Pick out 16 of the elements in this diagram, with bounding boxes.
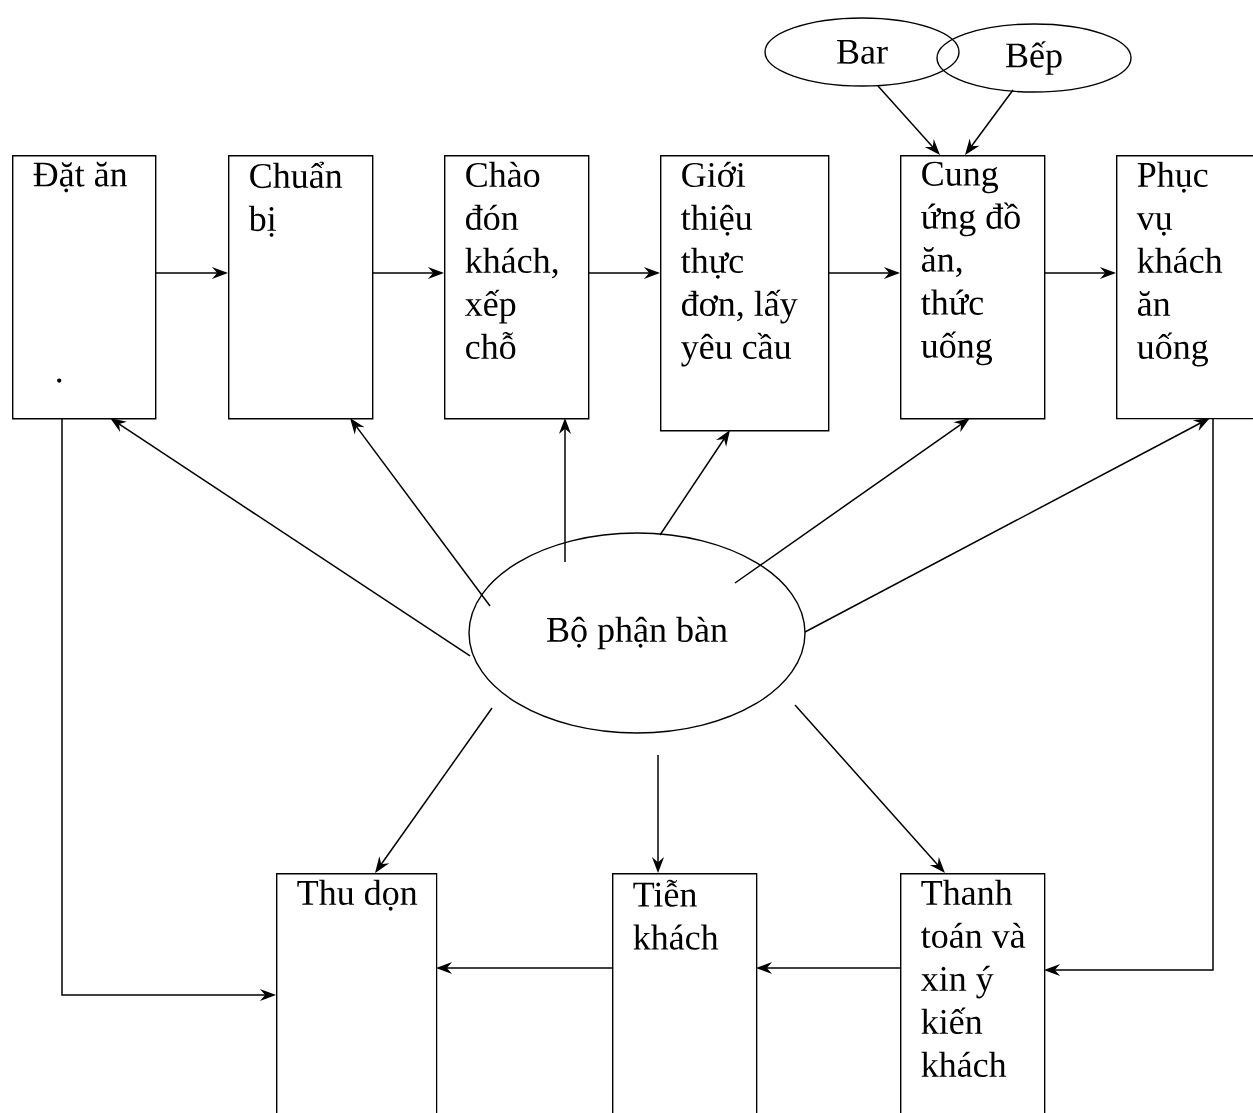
arrow [965,89,1014,155]
process-box: Cung ứng đồ ăn, thức uống [900,155,1046,420]
process-box: Tiễn khách [612,873,758,1113]
process-box: Giới thiệu thực đơn, lấy yêu cầu [660,155,830,432]
process-box: Chuẩn bị [228,155,374,420]
process-box: Thanh toán và xin ý kiến khách [900,873,1046,1113]
process-box: Phục vụ khách ăn uống [1116,155,1253,420]
process-box: Chào đón khách, xếp chỗ [444,155,590,420]
arrow [877,85,940,155]
ellipse-node: Bếp [936,23,1132,93]
process-box: Đặt ăn . [12,155,157,420]
ellipse-node: Bar [764,17,960,87]
arrow [350,418,491,607]
process-box: Thu dọn [276,873,438,1113]
arrow [794,704,945,873]
ellipse-node: Bộ phận bàn [468,532,806,734]
